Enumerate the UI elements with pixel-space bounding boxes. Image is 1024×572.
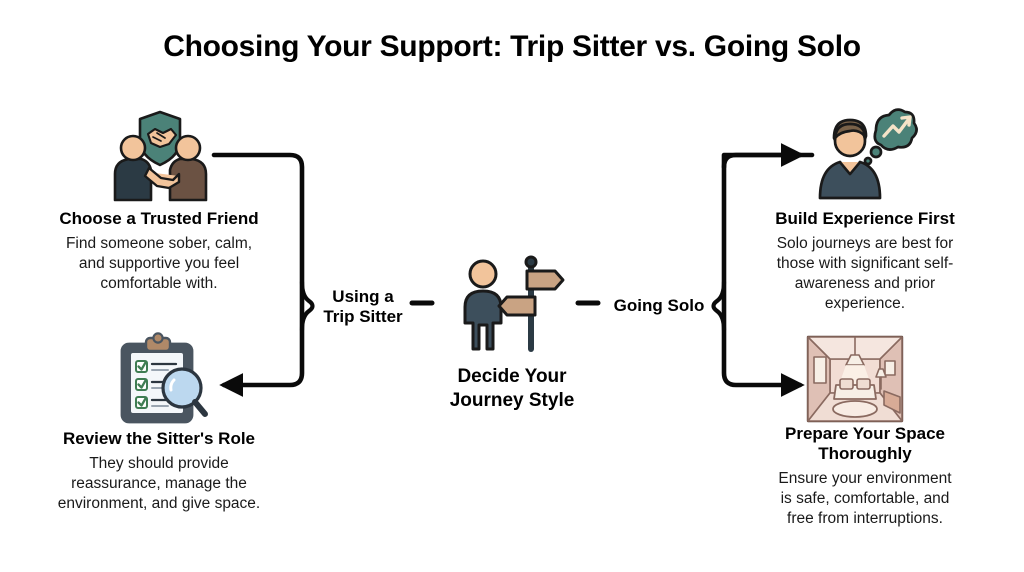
branch-label-right-line1: Going Solo [613, 296, 705, 315]
branch-label-left-line2: Trip Sitter [323, 307, 403, 327]
handshake-shield-icon [103, 104, 218, 204]
desc-line: comfortable with. [100, 274, 218, 292]
desc-line: They should provide [89, 455, 229, 473]
desc-line: environment, and give space. [57, 494, 261, 512]
desc-line: those with significant self- [776, 254, 954, 272]
title-line: Thoroughly [818, 444, 912, 464]
node-right-top: Build Experience First Solo journeys are… [740, 209, 990, 313]
node-right-top-title: Build Experience First [775, 209, 955, 228]
cozy-room-interior-icon [806, 335, 904, 423]
node-left-bottom-desc: They should provide reassurance, manage … [18, 454, 300, 513]
node-left-top-desc: Find someone sober, calm, and supportive… [18, 234, 300, 293]
desc-line: is safe, comfortable, and [780, 489, 950, 507]
right-branch-path-top [721, 143, 805, 170]
left-brace [299, 279, 315, 333]
node-right-top-desc: Solo journeys are best for those with si… [740, 234, 990, 313]
node-right-bottom-desc: Ensure your environment is safe, comfort… [740, 469, 990, 528]
branch-label-left: Using a Trip Sitter [313, 287, 413, 328]
node-right-bottom-title: Prepare Your Space Thoroughly [740, 424, 990, 464]
page-title: Choosing Your Support: Trip Sitter vs. G… [163, 30, 861, 63]
desc-line: free from interruptions. [787, 509, 943, 527]
center-label-line1: Decide Your [457, 366, 567, 387]
branch-label-right: Going Solo [604, 296, 714, 316]
node-left-bottom: Review the Sitter's Role They should pro… [18, 429, 300, 514]
desc-line: awareness and prior [794, 274, 936, 292]
node-left-top-title: Choose a Trusted Friend [59, 209, 259, 228]
desc-line: and supportive you feel [78, 254, 240, 272]
person-signpost-icon [455, 249, 567, 354]
desc-line: reassurance, manage the [71, 474, 247, 492]
desc-line: Find someone sober, calm, [65, 235, 253, 253]
desc-line: experience. [824, 294, 906, 312]
right-brace [711, 279, 727, 333]
node-right-bottom: Prepare Your Space Thoroughly Ensure you… [740, 424, 990, 529]
node-left-top: Choose a Trusted Friend Find someone sob… [18, 209, 300, 294]
person-thought-bubble-growth-icon [808, 104, 920, 204]
node-left-bottom-title: Review the Sitter's Role [62, 429, 256, 448]
desc-line: Solo journeys are best for [776, 235, 954, 253]
clipboard-checklist-magnifier-icon [110, 332, 210, 428]
title-line: Prepare Your Space [784, 424, 945, 443]
center-label: Decide Your Journey Style [412, 365, 612, 413]
desc-line: Ensure your environment [778, 470, 952, 488]
center-label-line2: Journey Style [449, 389, 575, 411]
branch-label-left-line1: Using a [332, 287, 394, 306]
